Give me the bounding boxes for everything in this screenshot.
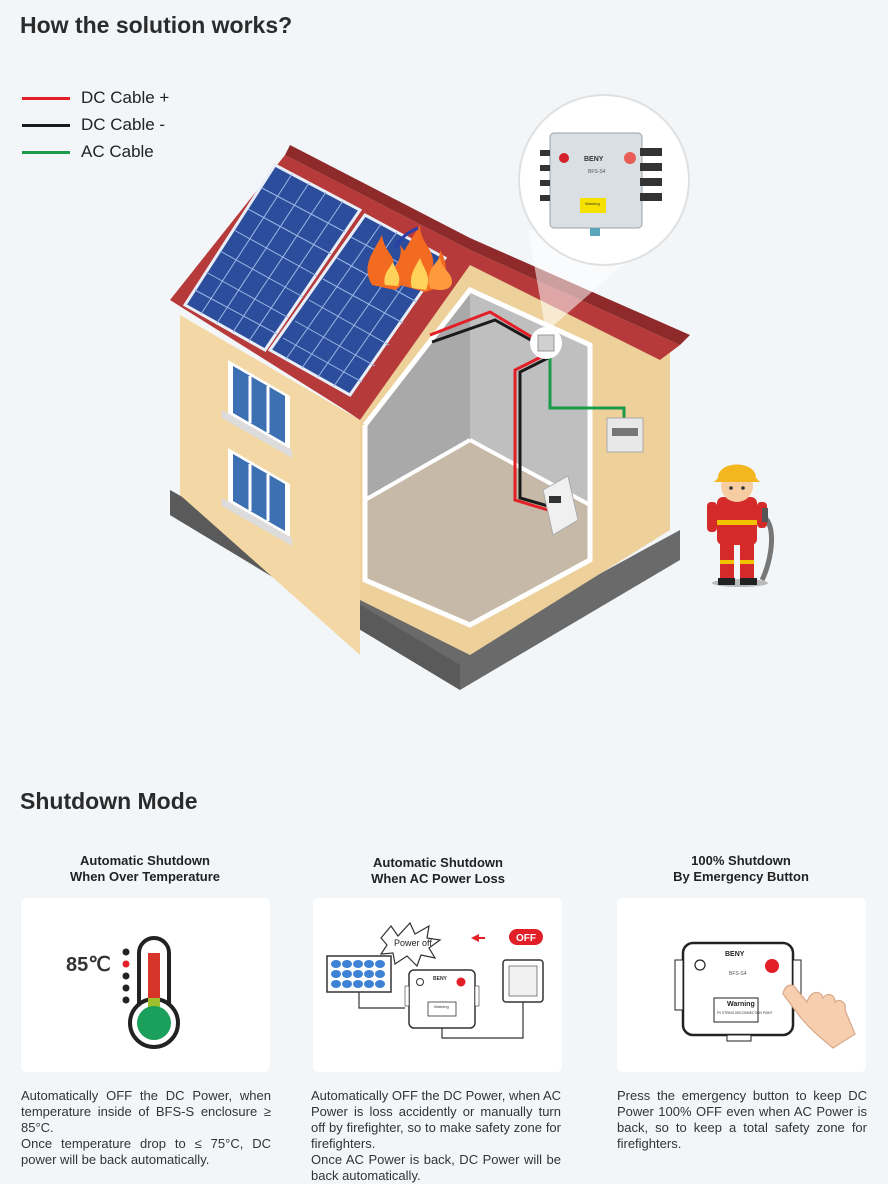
card-emergency-button: BENY BFS-S4 Warning PV STRING DISCONNECT… bbox=[617, 898, 866, 1072]
device-warning: Warning bbox=[727, 1001, 755, 1008]
title-line: By Emergency Button bbox=[673, 869, 809, 884]
desc-text: Once AC Power is back, DC Power will be … bbox=[311, 1152, 561, 1183]
switch-panel-icon bbox=[502, 959, 544, 1003]
thermometer-icon bbox=[122, 936, 180, 1049]
title-line: When Over Temperature bbox=[69, 869, 221, 884]
fire-icon bbox=[367, 225, 452, 292]
temperature-label: 85℃ bbox=[66, 954, 111, 976]
desc-emergency-button: Press the emergency button to keep DC Po… bbox=[617, 1088, 867, 1152]
shutdown-heading: Shutdown Mode bbox=[20, 788, 198, 814]
title-line: Automatic Shutdown bbox=[373, 855, 503, 870]
desc-text: Press the emergency button to keep DC Po… bbox=[617, 1088, 867, 1151]
dc-positive-swatch bbox=[22, 97, 70, 100]
solar-panel-icon bbox=[326, 955, 392, 993]
mode-title-temperature: Automatic Shutdown When Over Temperature bbox=[20, 853, 270, 885]
mode-title-emergency: 100% Shutdown By Emergency Button bbox=[616, 853, 866, 885]
card-over-temperature: 85℃ bbox=[21, 898, 270, 1072]
title-line: When AC Power Loss bbox=[371, 871, 505, 886]
device-model: BFS-S4 bbox=[588, 169, 606, 175]
bfs-device-icon: BENY Warning bbox=[404, 969, 480, 1029]
window-upper bbox=[222, 360, 292, 458]
legend-label: AC Cable bbox=[81, 142, 154, 161]
desc-ac-power-loss: Automatically OFF the DC Power, when AC … bbox=[311, 1088, 561, 1184]
off-badge bbox=[509, 929, 543, 945]
ac-cable bbox=[548, 358, 626, 425]
warning-subtext: PV STRING DISCONNECTION POINT bbox=[717, 1011, 772, 1015]
desc-text: Once temperature drop to ≤ 75°C, DC powe… bbox=[21, 1136, 271, 1167]
power-off-burst-icon: Power off bbox=[379, 921, 442, 968]
legend-label: DC Cable + bbox=[81, 88, 170, 107]
device-brand: BENY bbox=[433, 976, 448, 982]
card-ac-power-loss: Power off OFF BENY Warning bbox=[313, 898, 562, 1072]
dc-negative-swatch bbox=[22, 124, 70, 127]
desc-text: Automatically OFF the DC Power, when AC … bbox=[311, 1088, 561, 1151]
inverter bbox=[542, 475, 579, 536]
window-lower bbox=[222, 448, 292, 546]
bfs-device-zoom: BENY BFS-S4 Warning bbox=[540, 132, 662, 236]
device-brand: BENY bbox=[725, 951, 745, 958]
desc-text: Automatically OFF the DC Power, when tem… bbox=[21, 1088, 271, 1135]
arrow-left-icon bbox=[471, 934, 479, 942]
ac-swatch bbox=[22, 151, 70, 154]
device-brand: BENY bbox=[584, 156, 604, 163]
power-off-label: Power off bbox=[394, 938, 432, 948]
bfs-device-icon: BENY BFS-S4 Warning PV STRING DISCONNECT… bbox=[674, 941, 802, 1042]
desc-over-temperature: Automatically OFF the DC Power, when tem… bbox=[21, 1088, 271, 1168]
title-line: Automatic Shutdown bbox=[80, 853, 210, 868]
solar-panel-left bbox=[182, 163, 363, 352]
mode-title-ac-loss: Automatic Shutdown When AC Power Loss bbox=[313, 855, 563, 887]
emergency-button-icon bbox=[765, 959, 779, 973]
dc-positive-cable bbox=[429, 310, 546, 347]
firefighter bbox=[707, 464, 774, 587]
page-heading: How the solution works? bbox=[20, 12, 293, 38]
legend-label: DC Cable - bbox=[81, 115, 166, 134]
pointing-hand-icon bbox=[782, 984, 856, 1049]
device-model: BFS-S4 bbox=[729, 971, 747, 977]
device-warning: Warning bbox=[585, 201, 600, 206]
device-warning: Warning bbox=[434, 1004, 449, 1009]
off-label: OFF bbox=[516, 933, 536, 944]
title-line: 100% Shutdown bbox=[691, 853, 791, 868]
house-illustration: BENY BFS-S4 Warning bbox=[170, 94, 774, 690]
dc-negative-cable bbox=[431, 318, 546, 350]
